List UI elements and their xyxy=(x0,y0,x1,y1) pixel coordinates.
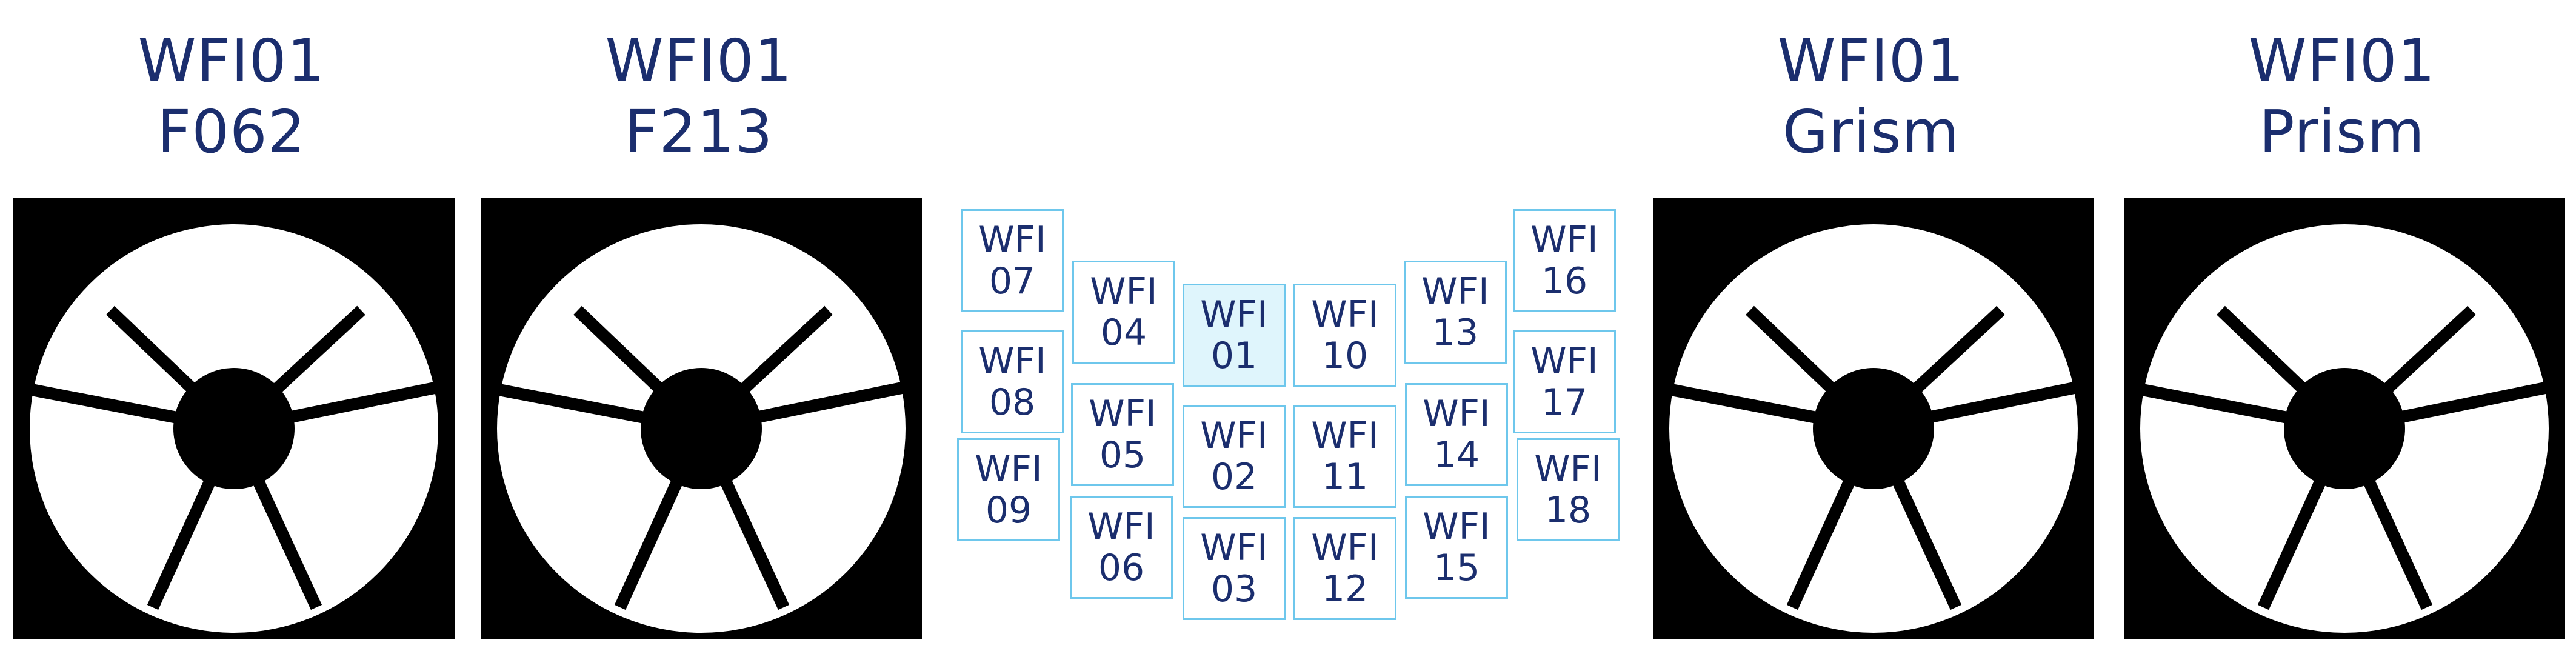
filter-wheel-prism xyxy=(2124,198,2565,639)
detector-number: 16 xyxy=(1541,260,1588,302)
detector-number: 15 xyxy=(1433,547,1480,589)
detector-number: 04 xyxy=(1100,312,1147,354)
detector-prefix: WFI xyxy=(1311,415,1379,457)
detector-prefix: WFI xyxy=(1200,527,1268,569)
panel-title-line1: WFI01 xyxy=(1777,27,1965,95)
detector-number: 03 xyxy=(1210,568,1258,610)
detector-prefix: WFI xyxy=(1423,393,1490,435)
detector-prefix: WFI xyxy=(1200,415,1268,457)
detector-prefix: WFI xyxy=(978,340,1046,382)
panel-title-f213: WFI01 F213 xyxy=(478,25,919,167)
filter-wheel-f213 xyxy=(481,198,922,639)
detector-prefix: WFI xyxy=(1530,340,1598,382)
detector-number: 13 xyxy=(1432,312,1479,354)
panel-title-line1: WFI01 xyxy=(2248,27,2436,95)
detector-number: 17 xyxy=(1541,381,1588,424)
detector-number: 18 xyxy=(1544,489,1592,532)
detector-number: 09 xyxy=(985,489,1032,532)
detector-prefix: WFI xyxy=(975,448,1043,490)
detector-number: 07 xyxy=(989,260,1036,302)
detector-prefix: WFI xyxy=(1311,293,1379,336)
detector-prefix: WFI xyxy=(978,219,1046,261)
detector-number: 10 xyxy=(1321,335,1369,377)
detector-prefix: WFI xyxy=(1530,219,1598,261)
panel-title-line2: F062 xyxy=(157,98,306,166)
detector-number: 01 xyxy=(1210,335,1258,377)
panel-title-grism: WFI01 Grism xyxy=(1650,25,2092,167)
detector-number: 11 xyxy=(1321,456,1369,498)
filter-wheel-f062 xyxy=(13,198,455,639)
detector-prefix: WFI xyxy=(1421,270,1489,313)
detector-number: 02 xyxy=(1210,456,1258,498)
panel-title-line2: Prism xyxy=(2259,98,2425,166)
detector-prefix: WFI xyxy=(1200,293,1268,336)
detector-number: 05 xyxy=(1099,434,1146,476)
detector-prefix: WFI xyxy=(1423,506,1490,548)
panel-title-line1: WFI01 xyxy=(138,27,325,95)
detector-number: 08 xyxy=(989,381,1036,424)
detector-number: 14 xyxy=(1433,434,1480,476)
panel-title-line2: Grism xyxy=(1782,98,1960,166)
detector-prefix: WFI xyxy=(1090,270,1158,313)
detector-prefix: WFI xyxy=(1534,448,1602,490)
panel-title-f062: WFI01 F062 xyxy=(11,25,452,167)
detector-prefix: WFI xyxy=(1311,527,1379,569)
panel-title-line2: F213 xyxy=(624,98,773,166)
detector-prefix: WFI xyxy=(1087,506,1155,548)
detector-prefix: WFI xyxy=(1089,393,1156,435)
detector-number: 12 xyxy=(1321,568,1369,610)
panel-title-line1: WFI01 xyxy=(605,27,793,95)
panel-title-prism: WFI01 Prism xyxy=(2121,25,2563,167)
detector-number: 06 xyxy=(1098,547,1145,589)
filter-wheel-grism xyxy=(1653,198,2094,639)
